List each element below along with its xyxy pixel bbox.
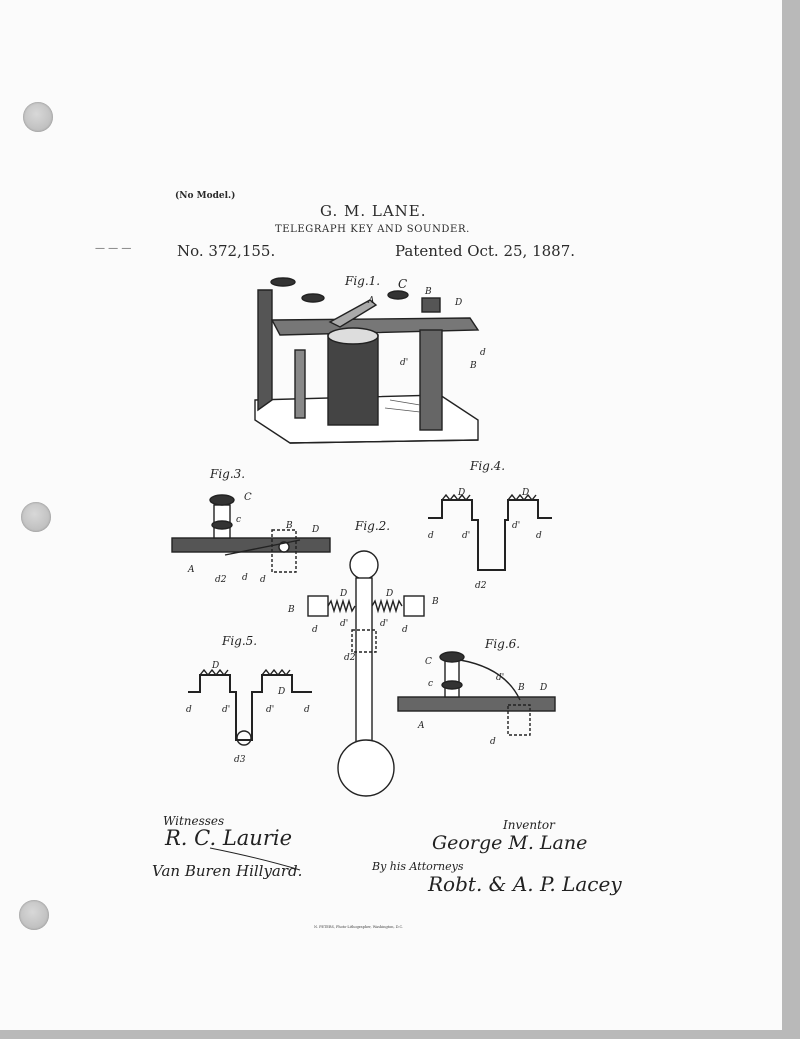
fig2-label: Fig.2. (354, 519, 390, 533)
fig6-part: d (490, 737, 496, 747)
fig6-label: Fig.6. (484, 637, 520, 651)
patent-number: No. 372,155. (177, 242, 276, 260)
fig1-part: B (469, 361, 477, 371)
patent-date: Patented Oct. 25, 1887. (395, 242, 576, 260)
fig3-part: A (187, 565, 195, 575)
figure-2: Fig.2. B D D B d d' d' d d2 (287, 519, 439, 797)
fig5-part: d (304, 705, 310, 715)
attorney-signature: Robt. & A. P. Lacey (428, 872, 622, 896)
fig3-part: d (260, 575, 266, 585)
fig2-part: D (385, 589, 393, 599)
fig3-part: D (311, 525, 319, 535)
fig3-part: C (244, 492, 252, 503)
figure-4: Fig.4. D D d d' d' d d2 (428, 459, 552, 591)
fig4-part: D (457, 488, 465, 498)
fig3-label: Fig.3. (209, 467, 245, 481)
fig5-part: d' (266, 705, 274, 715)
fig3-part: c (236, 515, 241, 525)
fig4-part: d (428, 531, 434, 541)
fig6-part: B (517, 683, 525, 693)
fig6-part: A (417, 721, 425, 731)
fig4-part: D (521, 488, 529, 498)
inventor-label: Inventor (503, 818, 555, 832)
witness-signature-1: R. C. Laurie (165, 826, 293, 850)
inventor-signature: George M. Lane (432, 832, 588, 854)
figure-1: Fig.1. C A B D d d' B (254, 274, 486, 444)
figure-6: Fig.6. C c d' B D A d (397, 637, 556, 747)
fig4-part: d2 (475, 581, 487, 591)
fig5-part: d' (222, 705, 230, 715)
fig3-part: B (285, 521, 293, 531)
fig1-part: d (480, 348, 486, 358)
punch-hole (19, 900, 49, 930)
fig2-part: d (312, 625, 318, 635)
model-note: (No Model.) (175, 191, 236, 201)
fig1-part: A (367, 296, 375, 306)
margin-mark: — — — (95, 243, 132, 254)
fig5-part: D (277, 687, 285, 697)
fig5-part: d3 (234, 755, 246, 765)
punch-hole (23, 102, 53, 132)
fig2-part: D (339, 589, 347, 599)
fig1-part: C (398, 277, 407, 291)
fig6-part: c (428, 679, 433, 689)
fig2-part: B (287, 605, 295, 615)
signature-flourish (209, 847, 301, 871)
witnesses-label: Witnesses (163, 814, 225, 828)
fig3-part: d (242, 573, 248, 583)
fig2-part: d' (340, 619, 348, 629)
fig1-part: D (454, 298, 462, 308)
witness-signature-2: Van Buren Hillyard. (152, 862, 303, 880)
fig3-part: d2 (215, 575, 227, 585)
by-attorneys-label: By his Attorneys (372, 860, 464, 873)
fig2-part: d (402, 625, 408, 635)
fig6-part: D (539, 683, 547, 693)
fig6-part: d' (496, 673, 504, 683)
figure-5: Fig.5. D D d d' d' d d3 (186, 634, 312, 765)
fig2-part: B (431, 597, 439, 607)
fig5-part: d (186, 705, 192, 715)
inventor-name: G. M. LANE. (320, 202, 427, 220)
printer-credit: N. PETERS, Photo-Lithographer, Washingto… (314, 925, 404, 929)
fig4-part: d' (462, 531, 470, 541)
fig1-part: d' (400, 358, 408, 368)
fig5-label: Fig.5. (221, 634, 257, 648)
punch-hole (21, 502, 51, 532)
fig4-part: d' (512, 521, 520, 531)
fig5-part: D (211, 661, 219, 671)
fig6-part: C (425, 657, 432, 667)
fig1-part: B (424, 287, 432, 297)
fig4-label: Fig.4. (469, 459, 505, 473)
fig2-part: d' (380, 619, 388, 629)
fig2-part: d2 (344, 653, 356, 663)
figure-3: Fig.3. C c B D A d2 d d (171, 467, 331, 585)
invention-title: TELEGRAPH KEY AND SOUNDER. (275, 224, 470, 235)
patent-sheet (0, 0, 782, 1030)
fig1-label: Fig.1. (344, 274, 380, 288)
fig4-part: d (536, 531, 542, 541)
